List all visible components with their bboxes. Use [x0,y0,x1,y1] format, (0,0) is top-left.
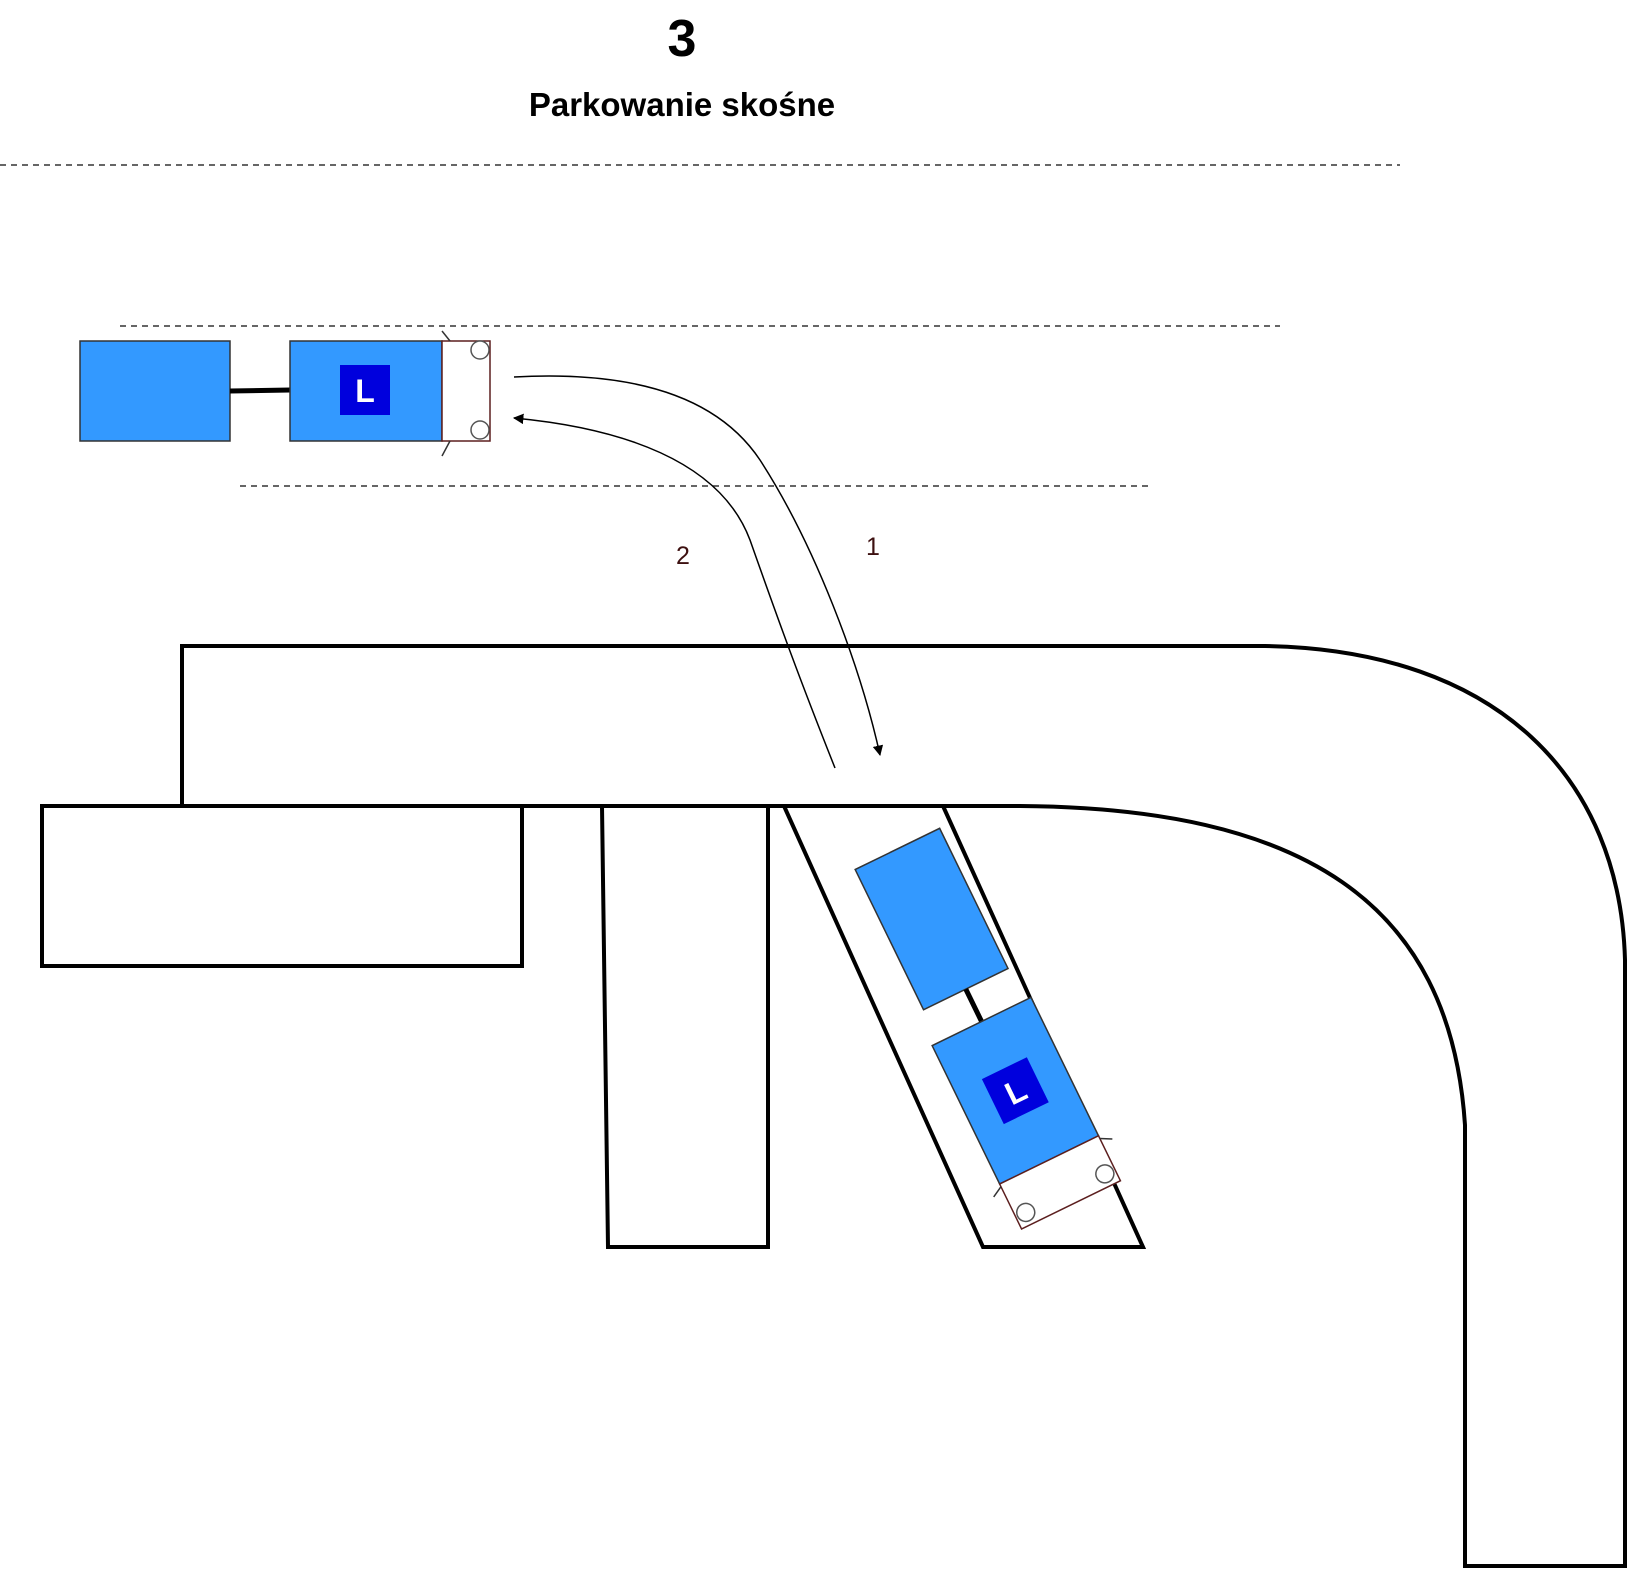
left-parking-block [40,804,524,968]
diagram-title: Parkowanie skośne [529,86,835,123]
wheel-circle-icon [470,340,490,360]
l-plate-letter: L [355,373,375,409]
l-plate-icon [981,1057,1049,1125]
parking-area-layout [40,644,1627,1568]
diagram-number: 3 [668,10,697,68]
mirror-line [441,330,451,342]
wheel-circle-icon [1095,1164,1115,1184]
vehicle-start-position: L [79,330,491,457]
l-plate-icon [340,365,390,415]
wheel-circle-icon [470,420,490,440]
route-1-arrow [513,375,884,757]
mirror-line [993,1186,1002,1198]
route-2-arrow [512,413,836,769]
drawbar [963,988,984,1023]
mirror-line [1099,1137,1113,1140]
vehicle-parked-position: L [854,827,1122,1230]
tractor-unit [79,340,231,442]
wheel-circle-icon [1016,1202,1036,1223]
route-1-label: 1 [866,533,880,561]
route-2-label: 2 [676,542,690,570]
vertical-parking-bay [600,805,770,1249]
drawbar [229,387,291,394]
mirror-line [441,440,451,457]
tractor-unit [854,827,1010,1011]
road-outer-edge [180,644,1627,1568]
